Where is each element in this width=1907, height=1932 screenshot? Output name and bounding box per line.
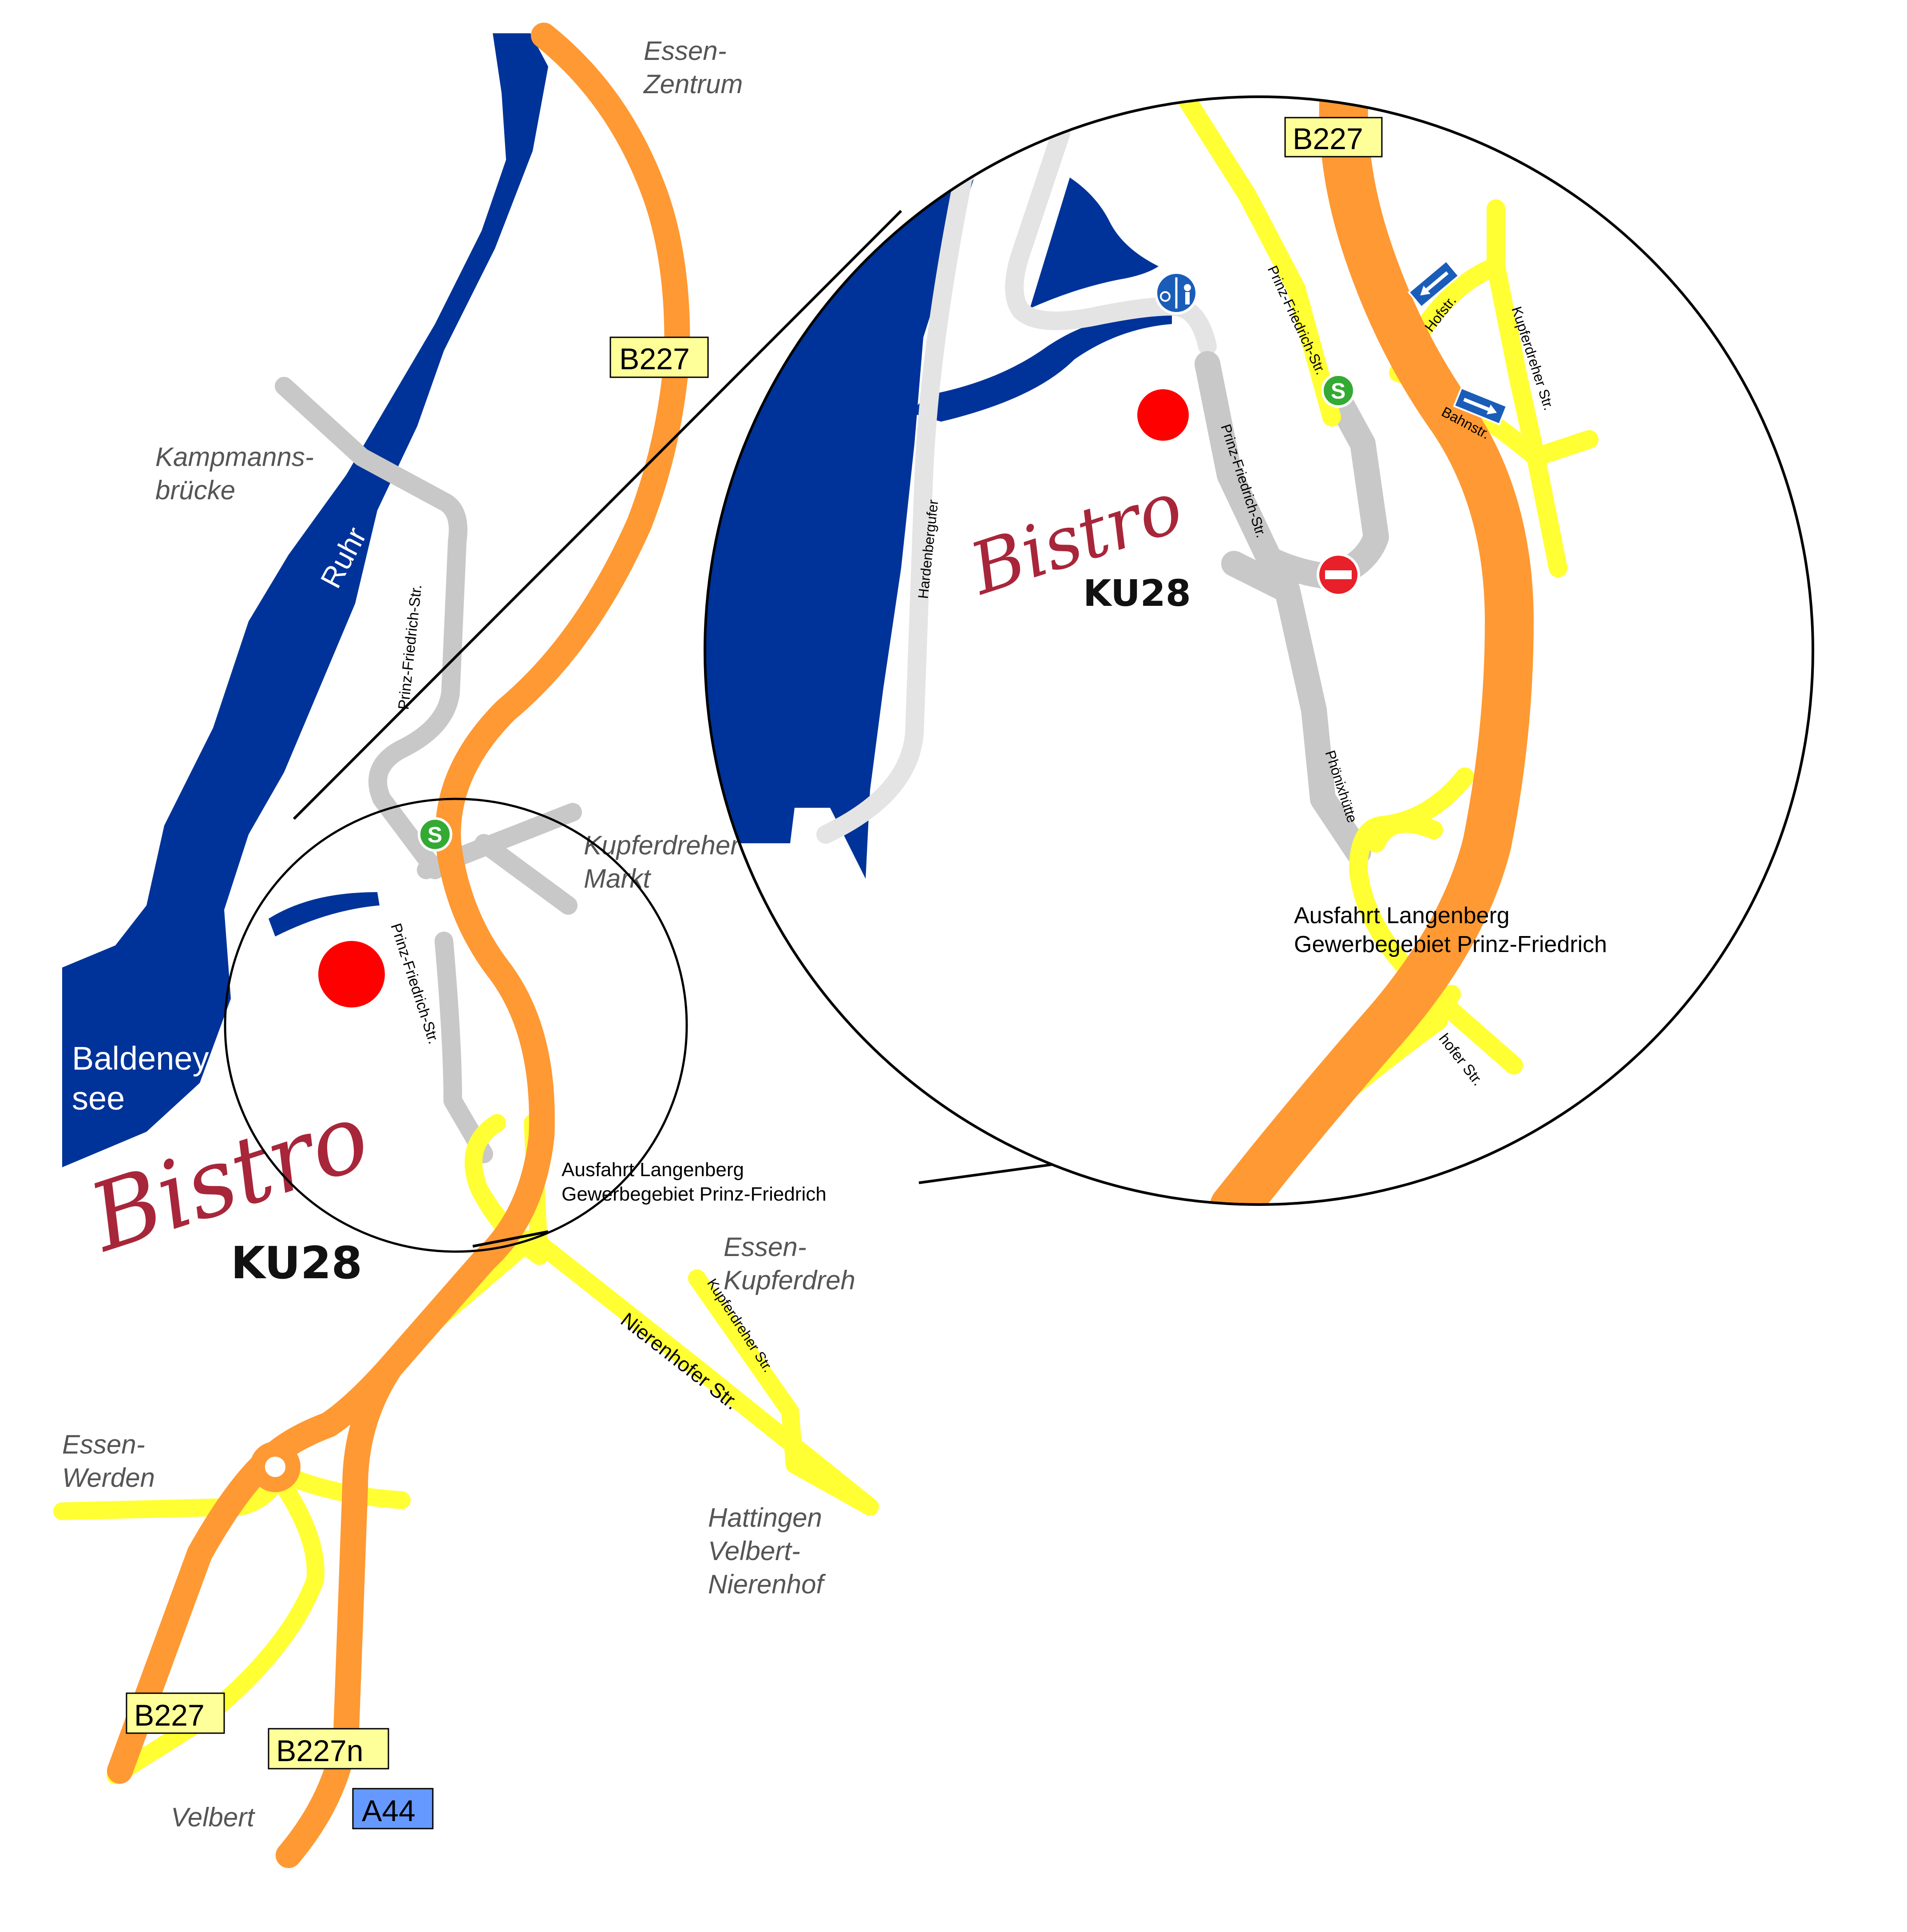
label-kampmannsbruecke: Kampmanns- brücke bbox=[155, 442, 321, 505]
ku28-label-overview: KU28 bbox=[231, 1237, 362, 1289]
overview-map: Prinz-Friedrich-Str. Prinz-Friedrich-Str… bbox=[53, 23, 879, 1868]
ku28-label-zoom: KU28 bbox=[1083, 573, 1191, 615]
shield-b227n: B227n bbox=[268, 1728, 389, 1770]
local-roads bbox=[275, 377, 582, 1163]
one-way-sign-icon bbox=[1453, 387, 1508, 426]
one-way-sign-icon bbox=[1407, 259, 1460, 309]
zoom-water-pond bbox=[1030, 178, 1159, 308]
magnifier-big-circle bbox=[704, 95, 1814, 1206]
shield-b227-top: B227 bbox=[609, 336, 709, 378]
shield-a44: A44 bbox=[352, 1788, 434, 1829]
svg-text:A44: A44 bbox=[362, 1794, 415, 1828]
zoom-detail: Hardenbergufer Prinz-Friedrich-Str. Prin… bbox=[0, 0, 1814, 1206]
label-kupferdreher-markt: Kupferdreher Markt bbox=[584, 830, 747, 893]
shield-b227-zoom: B227 bbox=[1284, 117, 1383, 158]
ruhr-arm bbox=[269, 892, 380, 936]
svg-text:B227: B227 bbox=[134, 1699, 205, 1732]
location-marker-icon bbox=[1137, 389, 1189, 441]
zoom-b227-highway bbox=[1210, 97, 1534, 1205]
label-baldeneysee: Baldeney- see bbox=[72, 1040, 229, 1117]
label-velbert: Velbert bbox=[171, 1802, 255, 1832]
sbahn-icon: S bbox=[418, 817, 452, 852]
roundabout bbox=[250, 1442, 301, 1492]
label-exit-zoom: Ausfahrt Langenberg Gewerbegebiet Prinz-… bbox=[1294, 903, 1607, 957]
svg-text:B227: B227 bbox=[619, 342, 690, 376]
svg-text:S: S bbox=[1331, 379, 1345, 403]
sbahn-icon: S bbox=[1321, 373, 1356, 408]
label-essen-kupferdreh: Essen- Kupferdreh bbox=[724, 1232, 855, 1295]
shield-b227-bottom: B227 bbox=[126, 1692, 225, 1734]
label-essen-zentrum: Essen- Zentrum bbox=[643, 36, 743, 99]
location-marker-icon bbox=[318, 941, 385, 1007]
label-prinz-friedrich-overview-2: Prinz-Friedrich-Str. bbox=[387, 921, 442, 1046]
label-nierenhofer-split: Nieren- bbox=[0, 0, 49, 4]
svg-text:B227n: B227n bbox=[276, 1734, 364, 1768]
magnifier-small-circle bbox=[224, 798, 688, 1253]
zoom-light-roads bbox=[816, 115, 1217, 844]
zoom-water-arm bbox=[910, 311, 1172, 422]
svg-text:S: S bbox=[427, 822, 442, 847]
no-entry-sign-icon bbox=[1317, 553, 1360, 597]
label-exit-overview: Ausfahrt Langenberg Gewerbegebiet Prinz-… bbox=[562, 1159, 827, 1205]
label-essen-werden: Essen- Werden bbox=[62, 1430, 155, 1493]
ruhr-river bbox=[62, 33, 548, 1167]
label-hattingen: Hattingen Velbert- Nierenhof bbox=[708, 1503, 830, 1599]
svg-text:B227: B227 bbox=[1293, 122, 1363, 156]
bike-pedestrian-sign-icon bbox=[1155, 271, 1198, 315]
zoom-water-main bbox=[705, 142, 985, 879]
